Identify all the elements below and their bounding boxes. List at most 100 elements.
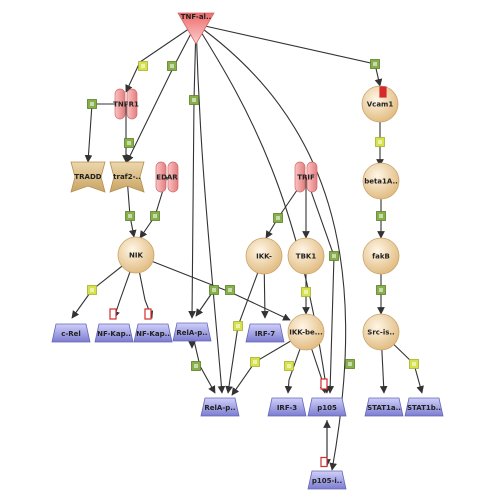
- p105-state-marker: [320, 378, 328, 390]
- node-shape-circle: [245, 237, 283, 275]
- node-label-crel: c-Rel: [61, 330, 81, 338]
- node-fakb[interactable]: fakB: [362, 237, 400, 275]
- node-srcis[interactable]: Src-is..: [362, 313, 400, 351]
- node-label-p105i: p105-i..: [312, 477, 342, 485]
- node-tnfr1[interactable]: TNFR1: [113, 88, 139, 120]
- connector-square-highlight: [170, 64, 174, 68]
- connector-square-highlight: [287, 364, 291, 368]
- edge-tnf-relap1: [188, 23, 197, 319]
- vcam1-state-marker: [379, 86, 387, 98]
- node-shape-receptor-left: [155, 161, 167, 193]
- p105i-state-marker: [320, 456, 328, 468]
- connector-square-highlight: [212, 288, 216, 292]
- node-label-vcam1: Vcam1: [367, 101, 394, 109]
- edge-tnf-traf2: [126, 23, 197, 163]
- connector-square-highlight: [194, 364, 198, 368]
- node-shape-trapezoid: [51, 323, 91, 343]
- node-shape-receptor-right: [126, 88, 138, 120]
- edge-tnf-tnfr1: [125, 23, 197, 93]
- node-shape-circle: [362, 313, 400, 351]
- node-shape-complex: [109, 161, 145, 193]
- connector-square-highlight: [379, 288, 383, 292]
- node-stat1b[interactable]: STAT1b..: [404, 397, 444, 417]
- node-stat1a[interactable]: STAT1a..: [364, 397, 404, 417]
- node-edar[interactable]: EDAR: [155, 161, 179, 193]
- connector-square-highlight: [141, 64, 145, 68]
- connector-square-highlight: [90, 102, 94, 106]
- connector-square-highlight: [379, 214, 383, 218]
- node-tradd[interactable]: TRADD: [70, 161, 106, 193]
- connector-square-highlight: [192, 98, 196, 102]
- node-shape-trapezoid: [267, 397, 307, 417]
- node-shape-trapezoid: [133, 323, 173, 343]
- connector-square-highlight: [128, 214, 132, 218]
- node-p105i[interactable]: p105-i..: [307, 470, 347, 490]
- markers-layer: [87, 59, 419, 371]
- node-label-traf2: traf2-..: [113, 173, 141, 181]
- node-tbk1[interactable]: TBK1: [287, 237, 325, 275]
- node-crel[interactable]: c-Rel: [51, 323, 91, 343]
- node-label-edar: EDAR: [156, 174, 178, 182]
- connector-square-highlight: [412, 362, 416, 366]
- connector-square-highlight: [304, 290, 308, 294]
- node-shape-circle: [362, 237, 400, 275]
- connector-square-highlight: [373, 62, 377, 66]
- node-trif[interactable]: TRIF: [294, 161, 318, 193]
- node-shape-circle: [287, 237, 325, 275]
- node-label-relap1: RelA-p..: [176, 329, 207, 337]
- node-shape-circle: [117, 236, 155, 274]
- connector-square-highlight: [253, 360, 257, 364]
- node-label-ikkbe: IKK-be...: [289, 329, 323, 337]
- node-relap2[interactable]: RelA-p..: [200, 397, 240, 417]
- node-shape-circle: [287, 313, 325, 351]
- node-label-beta1a: beta1A..: [364, 178, 398, 186]
- edge-tnf-relap2: [195, 23, 226, 394]
- node-label-srcis: Src-is..: [367, 329, 394, 337]
- node-ikk[interactable]: IKK-: [245, 237, 283, 275]
- connector-square-highlight: [90, 288, 94, 292]
- node-shape-trapezoid: [200, 397, 240, 417]
- node-label-stat1b: STAT1b..: [407, 404, 441, 412]
- node-label-ikk: IKK-: [256, 253, 272, 261]
- node-label-nik: NIK: [129, 252, 143, 260]
- connector-square-highlight: [332, 254, 336, 258]
- node-ikkbe[interactable]: IKK-be...: [287, 313, 325, 351]
- node-shape-circle: [362, 162, 400, 200]
- edge-tnf-p105i: [195, 23, 347, 471]
- connector-square-highlight: [348, 362, 352, 366]
- node-relap1[interactable]: RelA-p..: [172, 322, 212, 342]
- node-shape-complex: [70, 161, 106, 193]
- node-irf7[interactable]: IRF-7: [245, 323, 285, 343]
- connector-square-highlight: [127, 141, 131, 145]
- edge-tnf-vcam1: [195, 23, 383, 87]
- node-label-tbk1: TBK1: [296, 253, 317, 261]
- connector-square-highlight: [228, 288, 232, 292]
- node-label-tradd: TRADD: [74, 173, 101, 181]
- node-shape-trapezoid: [404, 397, 444, 417]
- node-tnf[interactable]: TNF-al..: [177, 12, 215, 45]
- node-label-tnf: TNF-al..: [181, 13, 212, 21]
- node-label-nfkap2: NF-Kap..: [136, 330, 170, 338]
- node-label-trif: TRIF: [297, 174, 315, 182]
- nfkap1-state-marker: [109, 308, 117, 320]
- node-shape-trapezoid: [172, 322, 212, 342]
- node-label-irf3: IRF-3: [277, 404, 297, 412]
- node-irf3[interactable]: IRF-3: [267, 397, 307, 417]
- node-nfkap2[interactable]: NF-Kap..: [133, 323, 173, 343]
- node-shape-receptor-left: [114, 88, 126, 120]
- node-label-tnfr1: TNFR1: [113, 101, 139, 109]
- node-vcam1[interactable]: Vcam1: [361, 85, 399, 123]
- node-nfkap1[interactable]: NF-Kap..: [94, 323, 134, 343]
- node-nik[interactable]: NIK: [117, 236, 155, 274]
- node-shape-receptor-left: [294, 161, 306, 193]
- connector-square-highlight: [236, 324, 240, 328]
- node-p105[interactable]: p105: [307, 397, 347, 417]
- node-beta1a[interactable]: beta1A..: [362, 162, 400, 200]
- node-shape-trapezoid: [94, 323, 134, 343]
- node-label-nfkap1: NF-Kap..: [97, 330, 131, 338]
- node-traf2[interactable]: traf2-..: [109, 161, 145, 193]
- connector-square-highlight: [378, 140, 382, 144]
- node-label-p105: p105: [317, 404, 337, 412]
